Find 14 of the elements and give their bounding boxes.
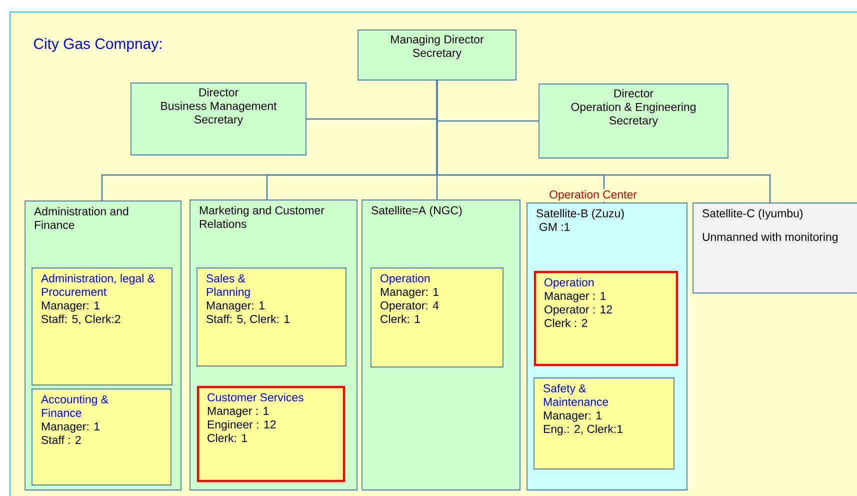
position-box: Director Operation & Engineering Secretary	[538, 84, 728, 158]
position-box: Managing Director Secretary	[358, 30, 516, 80]
annotation-label: Operation Center	[548, 189, 638, 202]
section-box: Operation Manager: 1 Operator: 4 Clerk: 1	[370, 268, 504, 368]
section-box: Administration, legal & Procurement Manager: 1 Staff: 5, Clerk:2	[32, 268, 172, 386]
position-box: Director Business Management Secretary	[130, 82, 306, 156]
section-box: Sales & Planning Manager: 1 Staff: 5, Clerk: 1	[196, 268, 346, 366]
section-box: Safety & Maintenance Manager: 1 Eng.: 2, Clerk:1	[534, 378, 674, 470]
department-box: Satellite-C (Iyumbu) Unmanned with monitoring	[692, 202, 857, 294]
section-box: Customer Services Manager : 1 Engineer : 12 Clerk: 1	[196, 386, 346, 482]
title: City Gas Compnay:	[34, 38, 162, 52]
connector-line	[436, 80, 771, 203]
section-box: Accounting & Finance Manager: 1 Staff : 2	[32, 388, 172, 486]
section-box: Operation Manager : 1 Operator : 12 Clerk : 2	[534, 270, 678, 366]
